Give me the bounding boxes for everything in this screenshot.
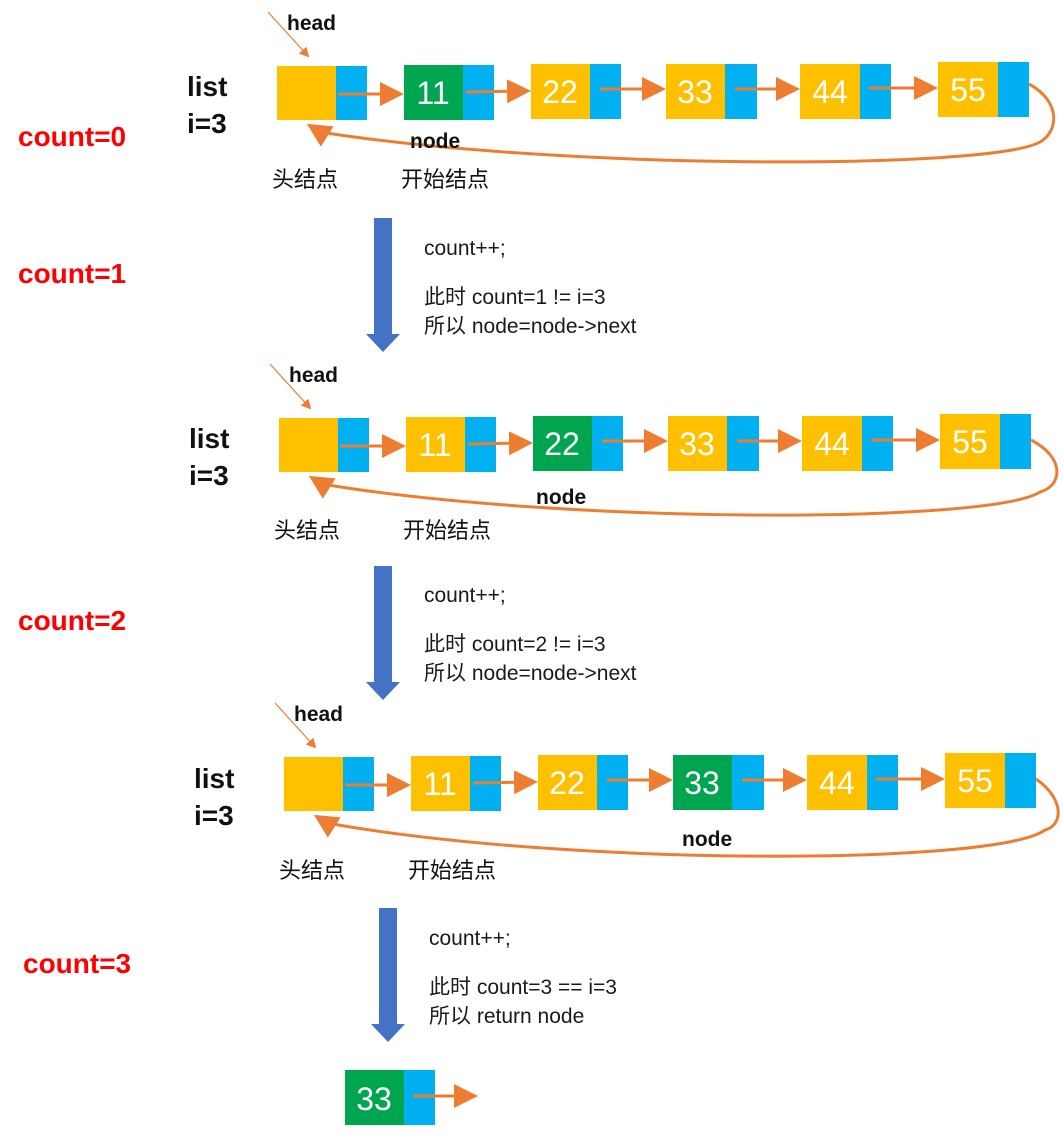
step-line-2: 此时 count=1 != i=3 [424, 286, 606, 309]
step-line-2: 此时 count=2 != i=3 [424, 633, 606, 656]
node-55-data-cell [940, 414, 1000, 469]
head-node-data-cell [279, 418, 338, 472]
node-55-next-cell [1000, 414, 1031, 469]
list-row-3: head list i=3 11 22 33 44 55 node 头结点 开始… [194, 702, 1060, 883]
current-node-label: node [410, 130, 460, 153]
head-node-caption: 头结点 [272, 167, 338, 192]
head-pointer-arrow [274, 702, 317, 749]
count-label-0: count=0 [18, 121, 126, 152]
list-label: list [194, 763, 234, 794]
head-label: head [294, 703, 343, 726]
node-33-data-cell [668, 416, 727, 471]
step-1: count=1 count++; 此时 count=1 != i=3 所以 no… [18, 218, 637, 352]
list-label: list [189, 423, 229, 454]
node-value: 33 [684, 765, 720, 801]
circular-return-arrow [306, 82, 1056, 164]
next-pointer-arrow [465, 79, 531, 104]
result-node-data-cell [345, 1070, 404, 1125]
node-value: 11 [423, 766, 456, 802]
node-44-next-cell [862, 416, 893, 471]
node-44-data-cell [802, 416, 862, 471]
node-22-data-cell [533, 416, 592, 471]
node-44-next-cell [860, 64, 891, 119]
index-label: i=3 [189, 460, 229, 491]
head-node-data-cell [277, 66, 336, 120]
head-node-data-cell [284, 757, 343, 811]
step-3: count=3 count++; 此时 count=3 == i=3 所以 re… [23, 908, 617, 1042]
list-label: list [187, 71, 227, 102]
step-line-3: 所以 node=node->next [424, 662, 637, 685]
result-node-value: 33 [356, 1081, 392, 1117]
index-label: i=3 [194, 800, 234, 831]
node-value: 11 [416, 75, 449, 111]
circular-return-arrow [313, 777, 1060, 858]
node-value: 44 [814, 426, 850, 462]
start-node-caption: 开始结点 [401, 167, 489, 192]
node-55-next-cell [998, 62, 1029, 117]
head-pointer-arrow [269, 363, 312, 410]
returned-node: 33 [345, 1070, 478, 1125]
count-label-2: count=2 [18, 605, 126, 636]
count-label-1: count=1 [18, 258, 126, 289]
node-33-next-cell [725, 64, 757, 119]
node-value: 44 [812, 74, 848, 110]
node-44-data-cell [800, 64, 860, 119]
count-label-3: count=3 [23, 948, 131, 979]
node-33-next-cell [732, 755, 764, 810]
node-33-data-cell [673, 755, 732, 810]
head-label: head [287, 12, 336, 35]
list-row-1: count=0 head list i=3 11 22 33 44 55 nod… [18, 11, 1056, 192]
node-value: 11 [418, 427, 451, 463]
index-label: i=3 [187, 108, 227, 139]
down-arrow [366, 566, 400, 700]
head-label: head [289, 364, 338, 387]
node-55-data-cell [938, 62, 998, 117]
node-55-data-cell [945, 753, 1005, 808]
head-node-caption: 头结点 [274, 518, 340, 543]
node-value: 33 [679, 426, 715, 462]
node-22-next-cell [590, 64, 621, 119]
node-33-data-cell [666, 64, 725, 119]
node-value: 55 [950, 72, 986, 108]
step-line-1: count++; [424, 584, 506, 607]
node-value: 44 [819, 765, 855, 801]
node-11-data-cell [404, 65, 463, 120]
head-pointer-arrow [267, 11, 310, 58]
node-11-data-cell [411, 756, 470, 811]
step-line-2: 此时 count=3 == i=3 [429, 976, 617, 999]
node-44-data-cell [807, 755, 867, 810]
node-value: 22 [542, 74, 578, 110]
node-value: 33 [677, 74, 713, 110]
node-55-next-cell [1005, 753, 1036, 808]
start-node-caption: 开始结点 [408, 858, 496, 883]
circular-return-arrow [308, 438, 1059, 517]
step-line-3: 所以 node=node->next [424, 315, 637, 338]
node-22-next-cell [592, 416, 623, 471]
step-line-1: count++; [429, 927, 511, 950]
step-line-1: count++; [424, 237, 506, 260]
node-22-data-cell [531, 64, 590, 119]
next-pointer-arrow [472, 770, 538, 795]
node-33-next-cell [727, 416, 759, 471]
node-22-next-cell [597, 755, 628, 810]
start-node-caption: 开始结点 [403, 518, 491, 543]
node-value: 55 [957, 763, 993, 799]
step-2: count=2 count++; 此时 count=2 != i=3 所以 no… [18, 566, 637, 700]
next-pointer-arrow [467, 431, 533, 456]
node-value: 22 [549, 765, 585, 801]
down-arrow [371, 908, 405, 1042]
node-value: 22 [544, 426, 580, 462]
down-arrow [366, 218, 400, 352]
current-node-label: node [536, 486, 586, 509]
node-22-data-cell [538, 755, 597, 810]
current-node-label: node [682, 828, 732, 851]
node-value: 55 [952, 424, 988, 460]
head-node-caption: 头结点 [279, 858, 345, 883]
step-line-3: 所以 return node [429, 1005, 584, 1028]
list-row-2: head list i=3 11 22 33 44 55 node 头结点 开始… [189, 363, 1059, 543]
node-44-next-cell [867, 755, 898, 810]
node-11-data-cell [406, 417, 465, 472]
